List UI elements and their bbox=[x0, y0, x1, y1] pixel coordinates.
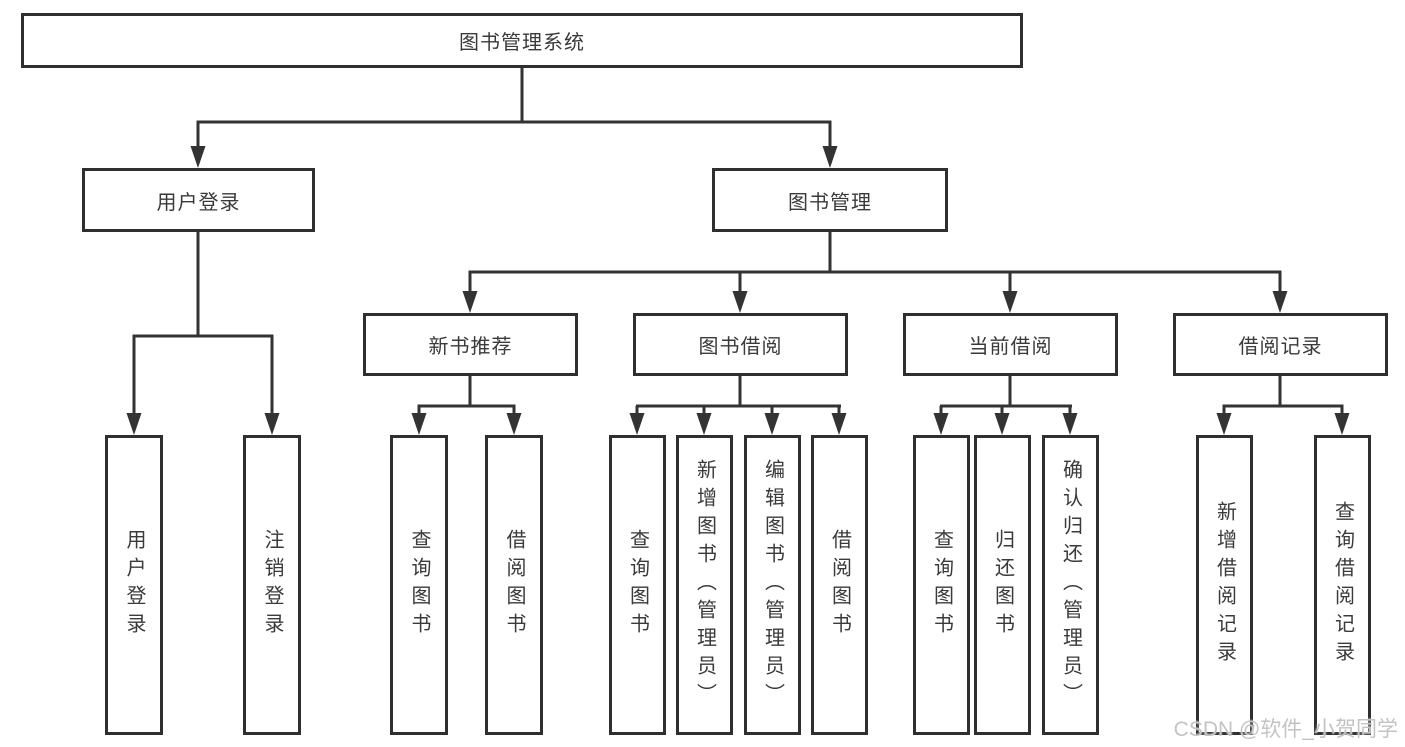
arrowhead bbox=[462, 291, 478, 313]
leaf-records-query-label: 查询借阅记录 bbox=[1331, 501, 1354, 669]
node-new-book-label: 新书推荐 bbox=[428, 336, 513, 358]
node-book-borrow: 图书借阅 bbox=[633, 313, 848, 376]
connector-user-login-children bbox=[126, 232, 280, 435]
arrowhead bbox=[933, 413, 949, 435]
arrowhead bbox=[411, 413, 427, 435]
leaf-borrow-add-admin-label: 新增图书（管理员） bbox=[693, 459, 716, 711]
connector-new-book-children bbox=[411, 376, 522, 435]
leaf-logout-label: 注销登录 bbox=[261, 529, 283, 641]
leaf-borrow-borrow-label: 借阅图书 bbox=[828, 529, 851, 641]
node-user-login: 用户登录 bbox=[82, 168, 315, 232]
node-book-borrow-label: 图书借阅 bbox=[698, 336, 783, 358]
node-current-borrow-label: 当前借阅 bbox=[968, 336, 1053, 358]
leaf-newbook-query-label: 查询图书 bbox=[408, 529, 430, 641]
node-current-borrow: 当前借阅 bbox=[903, 313, 1118, 376]
connector-root-to-level2 bbox=[190, 68, 838, 168]
leaf-newbook-borrow: 借阅图书 bbox=[485, 435, 543, 735]
arrowhead bbox=[506, 413, 522, 435]
leaf-records-add: 新增借阅记录 bbox=[1196, 435, 1253, 735]
arrowhead bbox=[1062, 413, 1078, 435]
leaf-current-query-label: 查询图书 bbox=[930, 529, 953, 641]
arrowhead bbox=[732, 291, 748, 313]
leaf-borrow-borrow: 借阅图书 bbox=[811, 435, 868, 735]
connector-current-borrow-children bbox=[933, 376, 1078, 435]
leaf-newbook-borrow-label: 借阅图书 bbox=[503, 529, 525, 641]
node-root: 图书管理系统 bbox=[21, 13, 1023, 68]
node-user-login-label: 用户登录 bbox=[156, 191, 241, 214]
leaf-borrow-query-label: 查询图书 bbox=[626, 529, 649, 641]
arrowhead bbox=[190, 146, 206, 168]
leaf-records-query: 查询借阅记录 bbox=[1314, 435, 1371, 735]
leaf-borrow-add-admin: 新增图书（管理员） bbox=[676, 435, 733, 735]
arrowhead bbox=[764, 413, 780, 435]
connector-borrow-records-children bbox=[1216, 376, 1350, 435]
leaf-borrow-edit-admin: 编辑图书（管理员） bbox=[744, 435, 801, 735]
leaf-user-login: 用户登录 bbox=[105, 435, 163, 735]
node-borrow-records: 借阅记录 bbox=[1173, 313, 1388, 376]
leaf-borrow-query: 查询图书 bbox=[609, 435, 666, 735]
node-book-mgmt-label: 图书管理 bbox=[788, 191, 872, 214]
arrowhead bbox=[994, 413, 1010, 435]
arrowhead bbox=[1272, 291, 1288, 313]
arrowhead bbox=[264, 413, 280, 435]
arrowhead bbox=[1002, 291, 1018, 313]
leaf-current-return-label: 归还图书 bbox=[991, 529, 1014, 641]
node-borrow-records-label: 借阅记录 bbox=[1238, 336, 1323, 358]
arrowhead bbox=[629, 413, 645, 435]
leaf-records-add-label: 新增借阅记录 bbox=[1213, 501, 1236, 669]
connector-book-borrow-children bbox=[629, 376, 847, 435]
leaf-current-confirm-admin: 确认归还（管理员） bbox=[1042, 435, 1099, 735]
arrowhead bbox=[1334, 413, 1350, 435]
leaf-borrow-edit-admin-label: 编辑图书（管理员） bbox=[761, 459, 784, 711]
leaf-logout: 注销登录 bbox=[243, 435, 301, 735]
arrowhead bbox=[126, 413, 142, 435]
arrowhead bbox=[822, 146, 838, 168]
arrowhead bbox=[696, 413, 712, 435]
leaf-user-login-label: 用户登录 bbox=[123, 529, 145, 641]
arrowhead bbox=[831, 413, 847, 435]
node-book-mgmt: 图书管理 bbox=[712, 168, 948, 232]
connector-book-mgmt-children bbox=[462, 232, 1288, 313]
leaf-newbook-query: 查询图书 bbox=[390, 435, 448, 735]
arrowhead bbox=[1216, 413, 1232, 435]
leaf-current-query: 查询图书 bbox=[913, 435, 970, 735]
node-root-label: 图书管理系统 bbox=[459, 32, 585, 54]
leaf-current-return: 归还图书 bbox=[974, 435, 1031, 735]
node-new-book: 新书推荐 bbox=[363, 313, 578, 376]
leaf-current-confirm-admin-label: 确认归还（管理员） bbox=[1059, 459, 1082, 711]
